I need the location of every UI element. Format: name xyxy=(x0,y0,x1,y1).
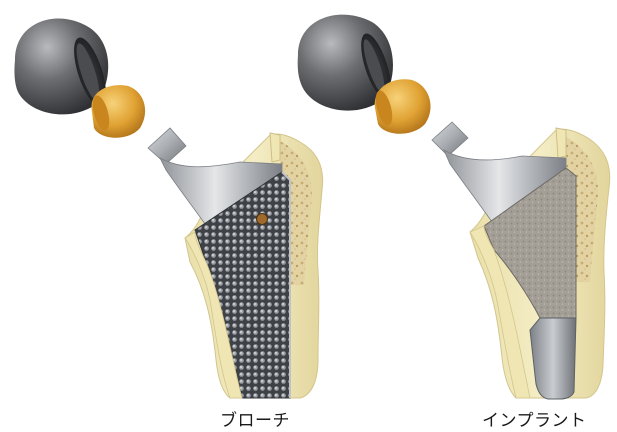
implant-assembly xyxy=(298,15,610,399)
hip-components-illustration xyxy=(0,0,617,405)
caption-broach: ブローチ xyxy=(220,406,290,431)
caption-implant: インプラント xyxy=(482,406,587,431)
broach-assembly xyxy=(14,18,322,398)
liner-left xyxy=(90,85,146,138)
